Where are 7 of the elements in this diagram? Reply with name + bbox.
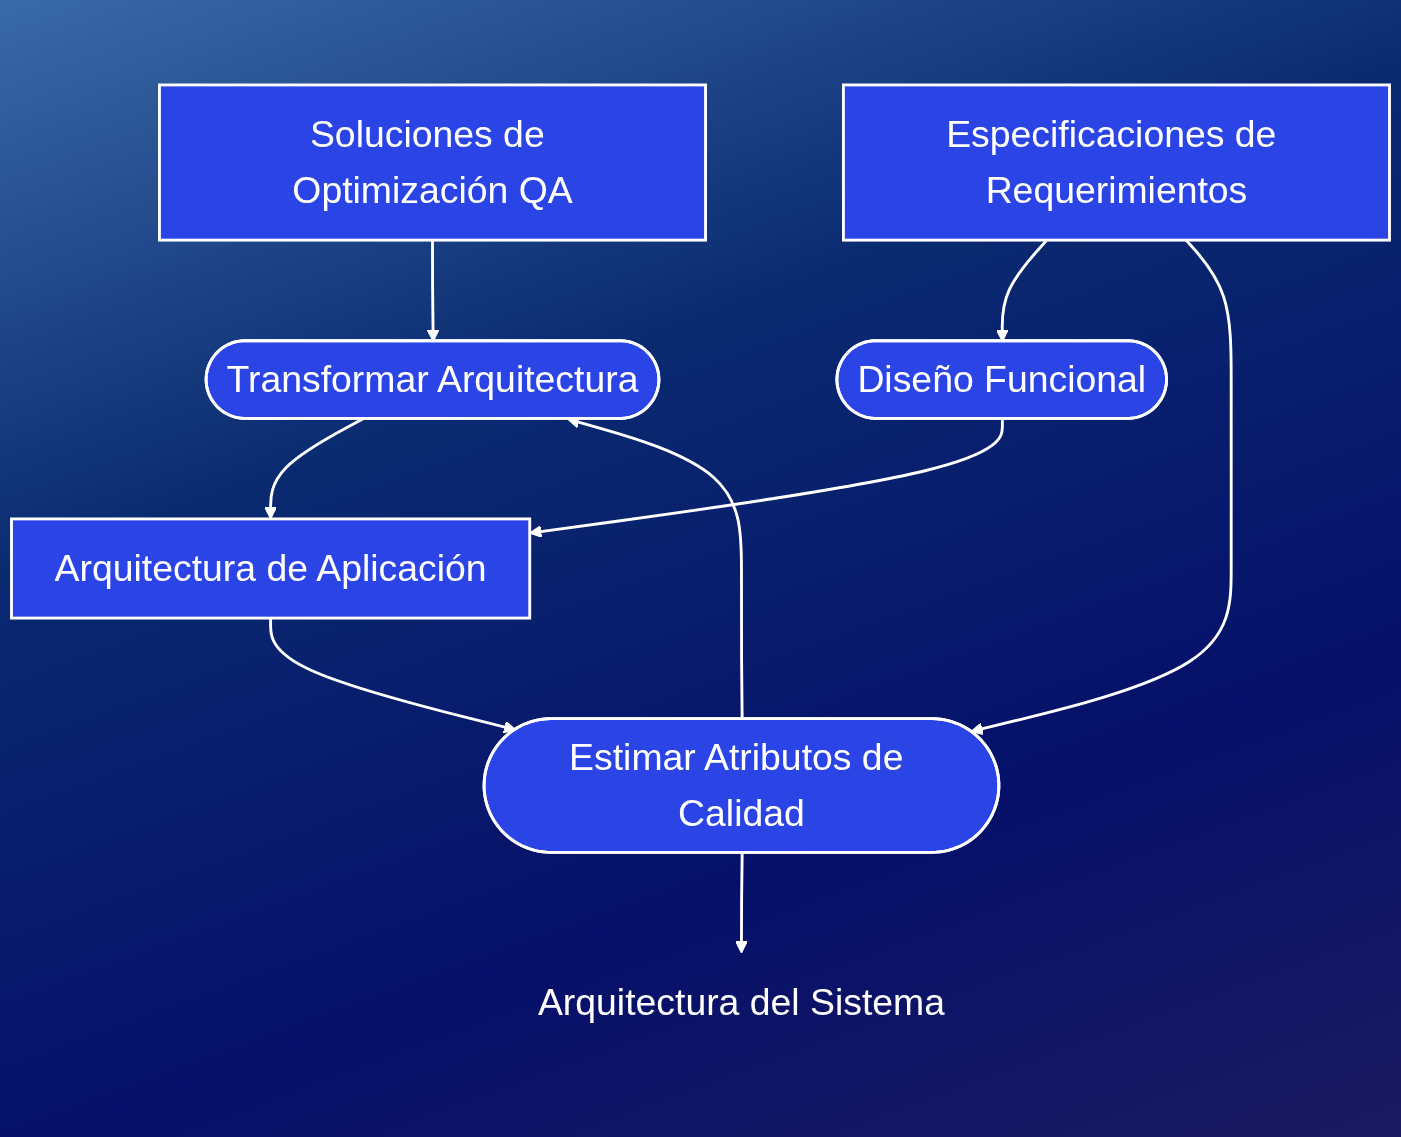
arrow <box>529 419 1004 538</box>
node-box: Soluciones de Optimización QA <box>158 83 707 242</box>
node-box: Especificaciones de Requerimientos <box>842 83 1391 242</box>
node-box: Arquitectura de Aplicación <box>10 517 532 620</box>
node-text: Arquitectura del Sistema <box>537 980 945 1024</box>
arrow <box>269 618 517 734</box>
arrow <box>735 853 748 954</box>
